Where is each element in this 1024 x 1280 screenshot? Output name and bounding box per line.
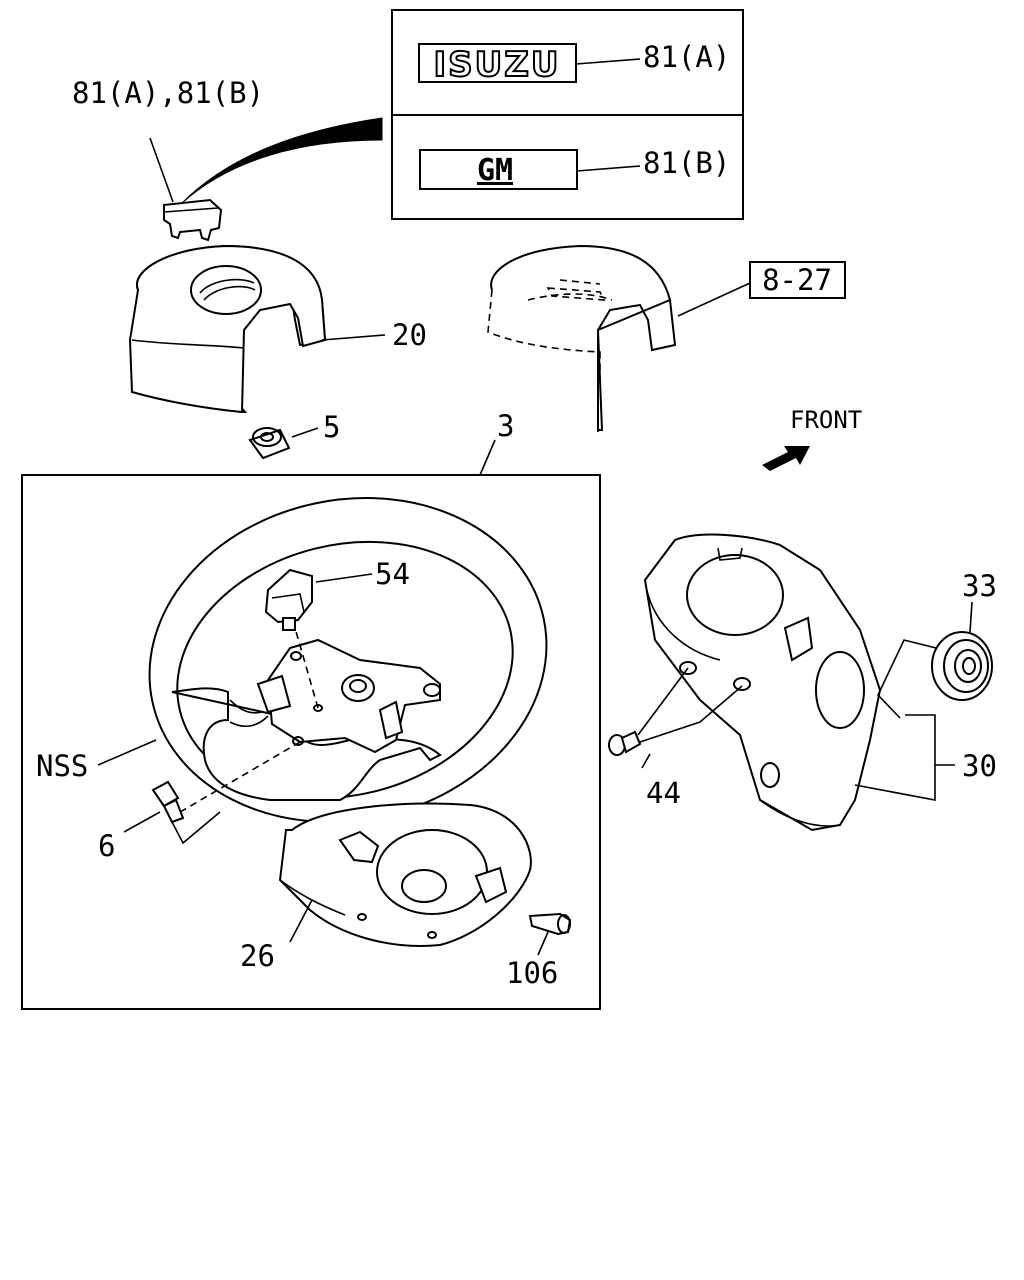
isuzu-emblem [418,43,577,83]
curved-pointer-arrow [181,117,383,204]
front-arrow-icon [762,446,810,471]
wheel-assembly-label: 3 [497,409,514,443]
wheel-label: NSS [36,749,88,783]
emblem-inset: ISUZU 81(A) GM 81(B) [391,9,744,220]
horn-pad-label: 20 [392,318,427,352]
steering-wheel-part [148,497,548,823]
bolt-right-label: 106 [506,956,558,990]
airbag-pad-reference [487,244,677,432]
emblem-clip-part [149,137,223,242]
nut-part [248,427,291,460]
lower-cover-label: 26 [240,939,275,973]
grommet-label: 33 [962,569,997,603]
bolt-left-label: 6 [98,829,115,863]
isuzu-emblem-text: ISUZU [433,45,560,85]
emblem-clip-label: 81(A),81(B) [72,76,264,110]
grommet-part [877,631,993,719]
connector-label: 54 [375,557,410,591]
bolt-right-part [528,912,572,936]
front-label: FRONT [790,406,862,434]
horn-pad-part [128,244,327,414]
ref-box [749,261,846,299]
ref-box-label: 8-27 [762,263,832,297]
bolt-left-part [151,780,221,845]
column-cover-part [643,533,882,832]
gm-emblem-ref: 81(B) [643,146,730,180]
screw-part [608,667,743,756]
connector-part [264,568,313,631]
nut-label: 5 [323,410,340,444]
column-cover-label: 30 [962,749,997,783]
screw-label: 44 [646,776,681,810]
gm-emblem [419,149,578,190]
isuzu-emblem-ref: 81(A) [643,40,730,74]
lower-cover-part [278,802,532,947]
assembly-frame [21,474,601,1010]
gm-emblem-text: GM [477,153,513,188]
